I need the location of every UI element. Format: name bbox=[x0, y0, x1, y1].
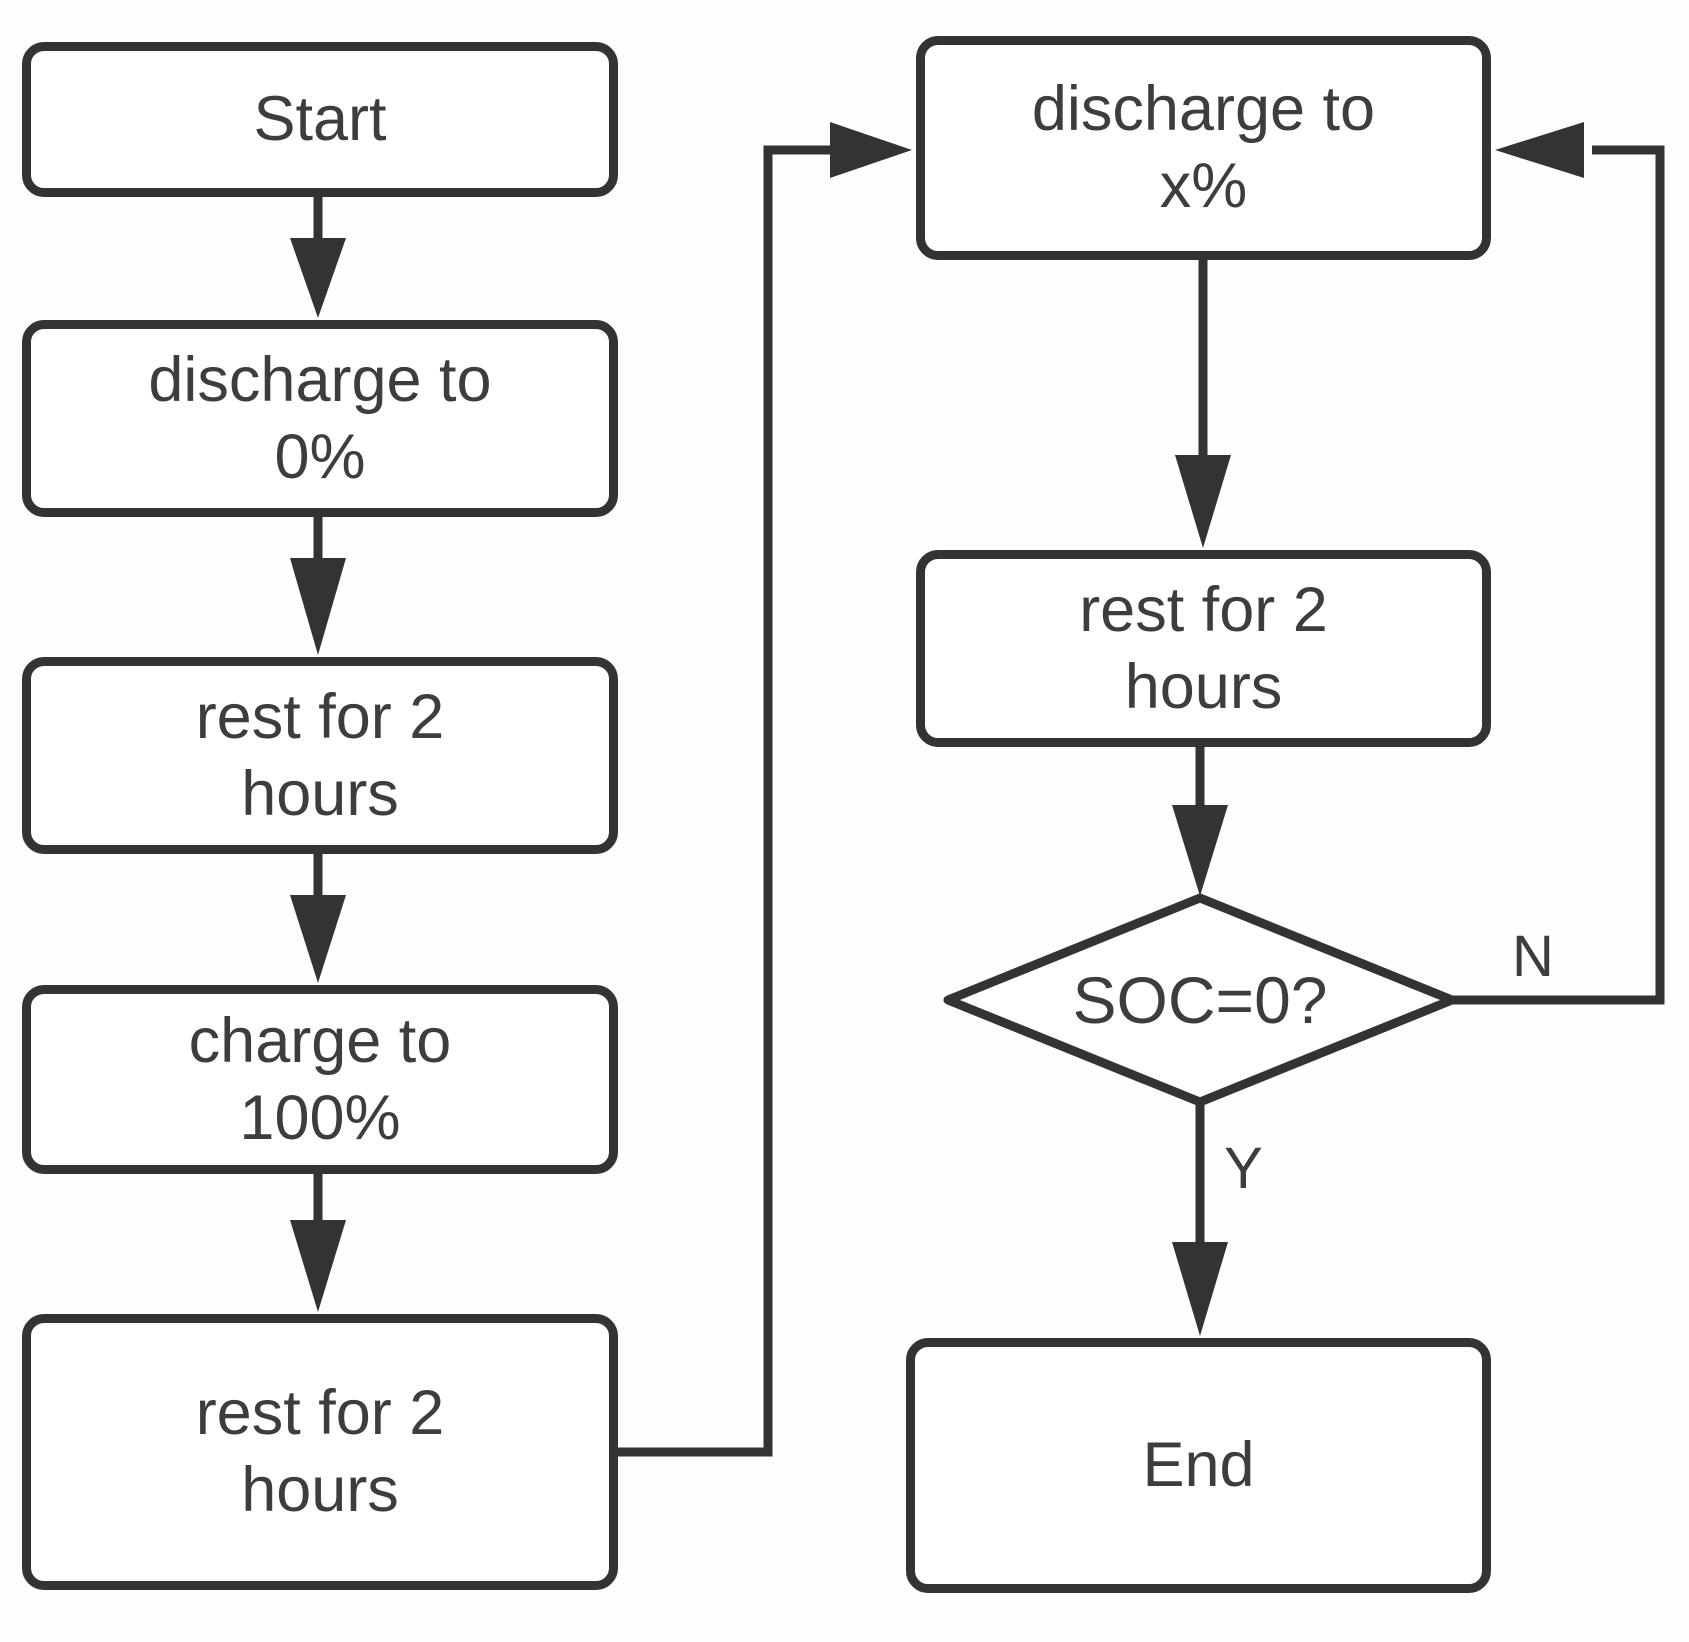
node-discharge-to-0-label-line2: 0% bbox=[274, 421, 366, 492]
node-charge-to-100-label-line1: charge to bbox=[188, 1005, 452, 1076]
node-rest-3-label-line2: hours bbox=[1124, 651, 1283, 722]
arrowhead-start-to-discharge0 bbox=[290, 238, 346, 318]
node-discharge-to-0-label-line1: discharge to bbox=[148, 344, 492, 415]
node-rest-1-label-line2: hours bbox=[241, 758, 399, 829]
node-rest-3: rest for 2 hours bbox=[916, 550, 1491, 747]
node-discharge-to-0: discharge to 0% bbox=[22, 320, 618, 517]
node-discharge-to-x-label-line1: discharge to bbox=[1031, 74, 1376, 145]
node-charge-to-100-label-line2: 100% bbox=[239, 1082, 401, 1153]
node-start: Start bbox=[22, 42, 618, 197]
node-rest-1-label-line1: rest for 2 bbox=[195, 681, 445, 752]
node-soc-check-shape bbox=[943, 893, 1457, 1107]
arrowhead-discharge0-to-rest1 bbox=[290, 558, 346, 655]
node-soc-check-label: SOC=0? bbox=[1072, 963, 1328, 1037]
node-rest-2: rest for 2 hours bbox=[22, 1314, 618, 1590]
node-rest-2-label-line1: rest for 2 bbox=[195, 1378, 445, 1449]
node-charge-to-100: charge to 100% bbox=[22, 985, 618, 1174]
node-discharge-to-x-label-line2: x% bbox=[1159, 151, 1248, 221]
edge-label-y: Y bbox=[1224, 1136, 1263, 1201]
node-end-label: End bbox=[1142, 1430, 1255, 1501]
arrowhead-charge100-to-rest2 bbox=[290, 1220, 346, 1312]
arrowhead-rest3-to-soccheck bbox=[1172, 805, 1228, 896]
arrowhead-soccheck-to-dischargex bbox=[1495, 122, 1584, 178]
node-end: End bbox=[906, 1338, 1491, 1593]
edge-rest2-to-dischargex bbox=[618, 145, 838, 1457]
node-start-label: Start bbox=[253, 84, 387, 155]
node-rest-3-label-line1: rest for 2 bbox=[1079, 574, 1328, 645]
node-rest-2-label-line2: hours bbox=[241, 1455, 399, 1525]
edge-label-n: N bbox=[1512, 924, 1554, 989]
edge-soccheck-to-dischargex bbox=[1452, 145, 1665, 1005]
node-rest-1: rest for 2 hours bbox=[22, 657, 618, 854]
arrowhead-soccheck-to-end bbox=[1172, 1242, 1228, 1336]
arrowhead-dischargex-to-rest3 bbox=[1175, 455, 1231, 548]
arrowhead-rest1-to-charge100 bbox=[290, 895, 346, 983]
node-discharge-to-x: discharge to x% bbox=[916, 36, 1491, 260]
arrowhead-rest2-to-dischargex bbox=[830, 122, 912, 178]
